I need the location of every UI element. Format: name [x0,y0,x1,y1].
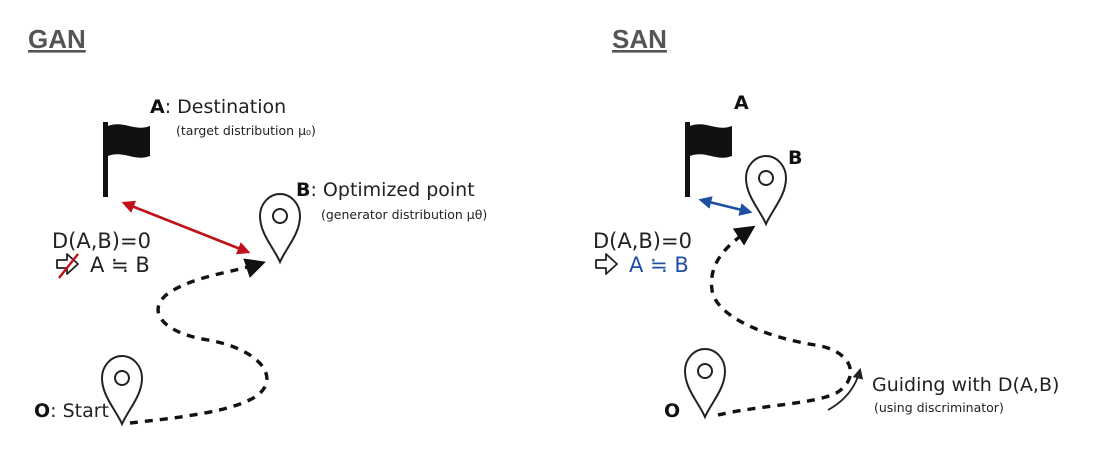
gan-a-label: A: Destination [150,96,286,118]
map-pin-icon [684,348,726,418]
san-o-label: O [664,400,680,422]
gan-a-sublabel: (target distribution μ₀) [176,123,316,138]
map-pin-icon [259,193,301,263]
gan-o-label: O: Start [34,400,109,422]
san-panel: SAN A B D(A,B)=0 A ≒ B O Guiding with D(… [593,24,1059,422]
san-path [709,225,853,417]
gan-path [129,258,269,425]
san-title: SAN [612,24,667,54]
gan-implication: A ≒ B [90,253,150,277]
gan-equation: D(A,B)=0 [52,229,151,253]
gan-panel: GAN A: Destination (target distribution … [28,24,487,425]
guiding-sublabel: (using discriminator) [874,400,1004,415]
flag-icon [103,122,150,197]
guiding-arrow [827,367,864,411]
flag-icon [685,122,732,197]
san-implication: A ≒ B [629,253,689,277]
san-equation: D(A,B)=0 [593,229,692,253]
gan-distance-arrow [121,200,251,255]
san-a-label: A [734,92,749,114]
gan-strike-icon [58,253,79,279]
map-pin-icon [745,155,787,225]
guiding-label: Guiding with D(A,B) [872,374,1059,396]
san-distance-arrow [698,196,753,216]
gan-b-label: B: Optimized point [296,179,475,201]
gan-b-sublabel: (generator distribution μθ) [321,207,487,222]
outline-arrow-icon [595,253,618,275]
san-b-label: B [788,147,802,169]
gan-title: GAN [28,24,86,54]
